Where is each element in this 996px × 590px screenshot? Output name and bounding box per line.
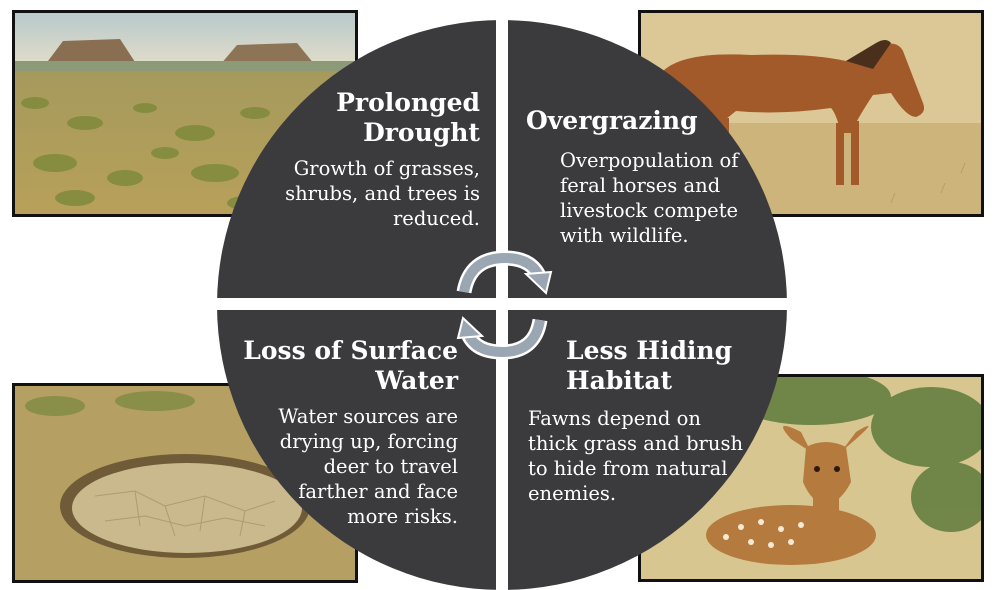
quadrant-prolonged-drought: Prolonged Drought Growth of grasses, shr… xyxy=(262,88,480,231)
quadrant-body: Fawns depend on thick grass and brush to… xyxy=(528,406,748,506)
quadrant-title: Loss of Surface Water xyxy=(238,336,458,396)
quadrant-loss-of-surface-water: Loss of Surface Water Water sources are … xyxy=(238,336,458,529)
quadrant-overgrazing: Overgrazing Overpopulation of feral hors… xyxy=(526,106,756,248)
quadrant-body: Water sources are drying up, forcing dee… xyxy=(268,404,458,529)
quadrant-title: Overgrazing xyxy=(526,106,756,136)
quadrant-less-hiding-habitat: Less Hiding Habitat Fawns depend on thic… xyxy=(528,336,748,506)
quadrant-body: Overpopulation of feral horses and lives… xyxy=(560,148,756,248)
quadrant-body: Growth of grasses, shrubs, and trees is … xyxy=(262,156,480,231)
quadrant-title: Prolonged Drought xyxy=(262,88,480,148)
quadrant-title: Less Hiding Habitat xyxy=(566,336,748,396)
